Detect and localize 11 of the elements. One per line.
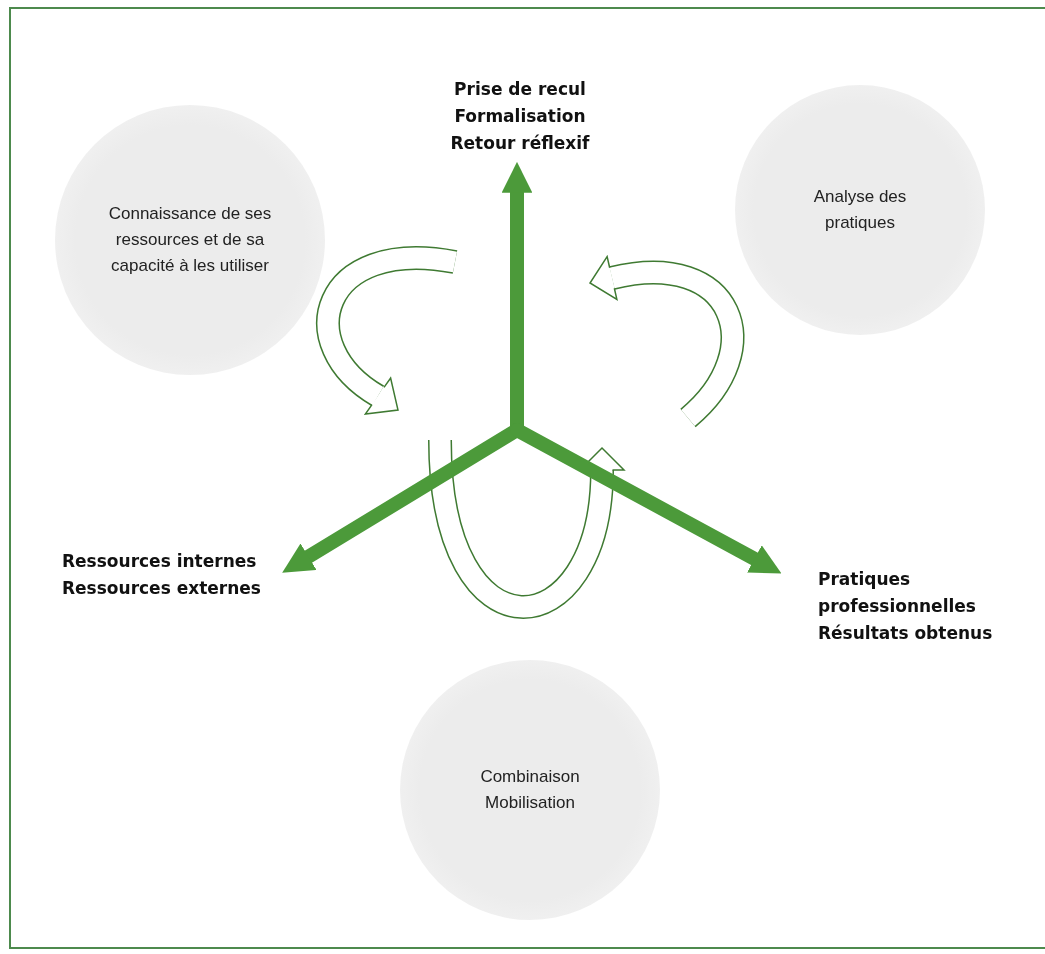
node-text: Retour réflexif [449,132,591,155]
node-text: Ressources externes [62,577,262,600]
node-text: Ressources internes [62,550,258,573]
node-text: Analyse des pratiques [812,186,908,234]
node-text: Formalisation [453,105,587,128]
node-text: Prise de recul [453,78,587,101]
node-text: Combinaison [480,766,580,788]
node-text: Résultats obtenus [818,622,994,645]
node-text: Pratiques professionnelles [818,568,977,618]
node-text: Connaissance de ses ressources et de sa capacité à les utiliser [107,203,273,277]
node-text: Mobilisation [485,792,575,814]
